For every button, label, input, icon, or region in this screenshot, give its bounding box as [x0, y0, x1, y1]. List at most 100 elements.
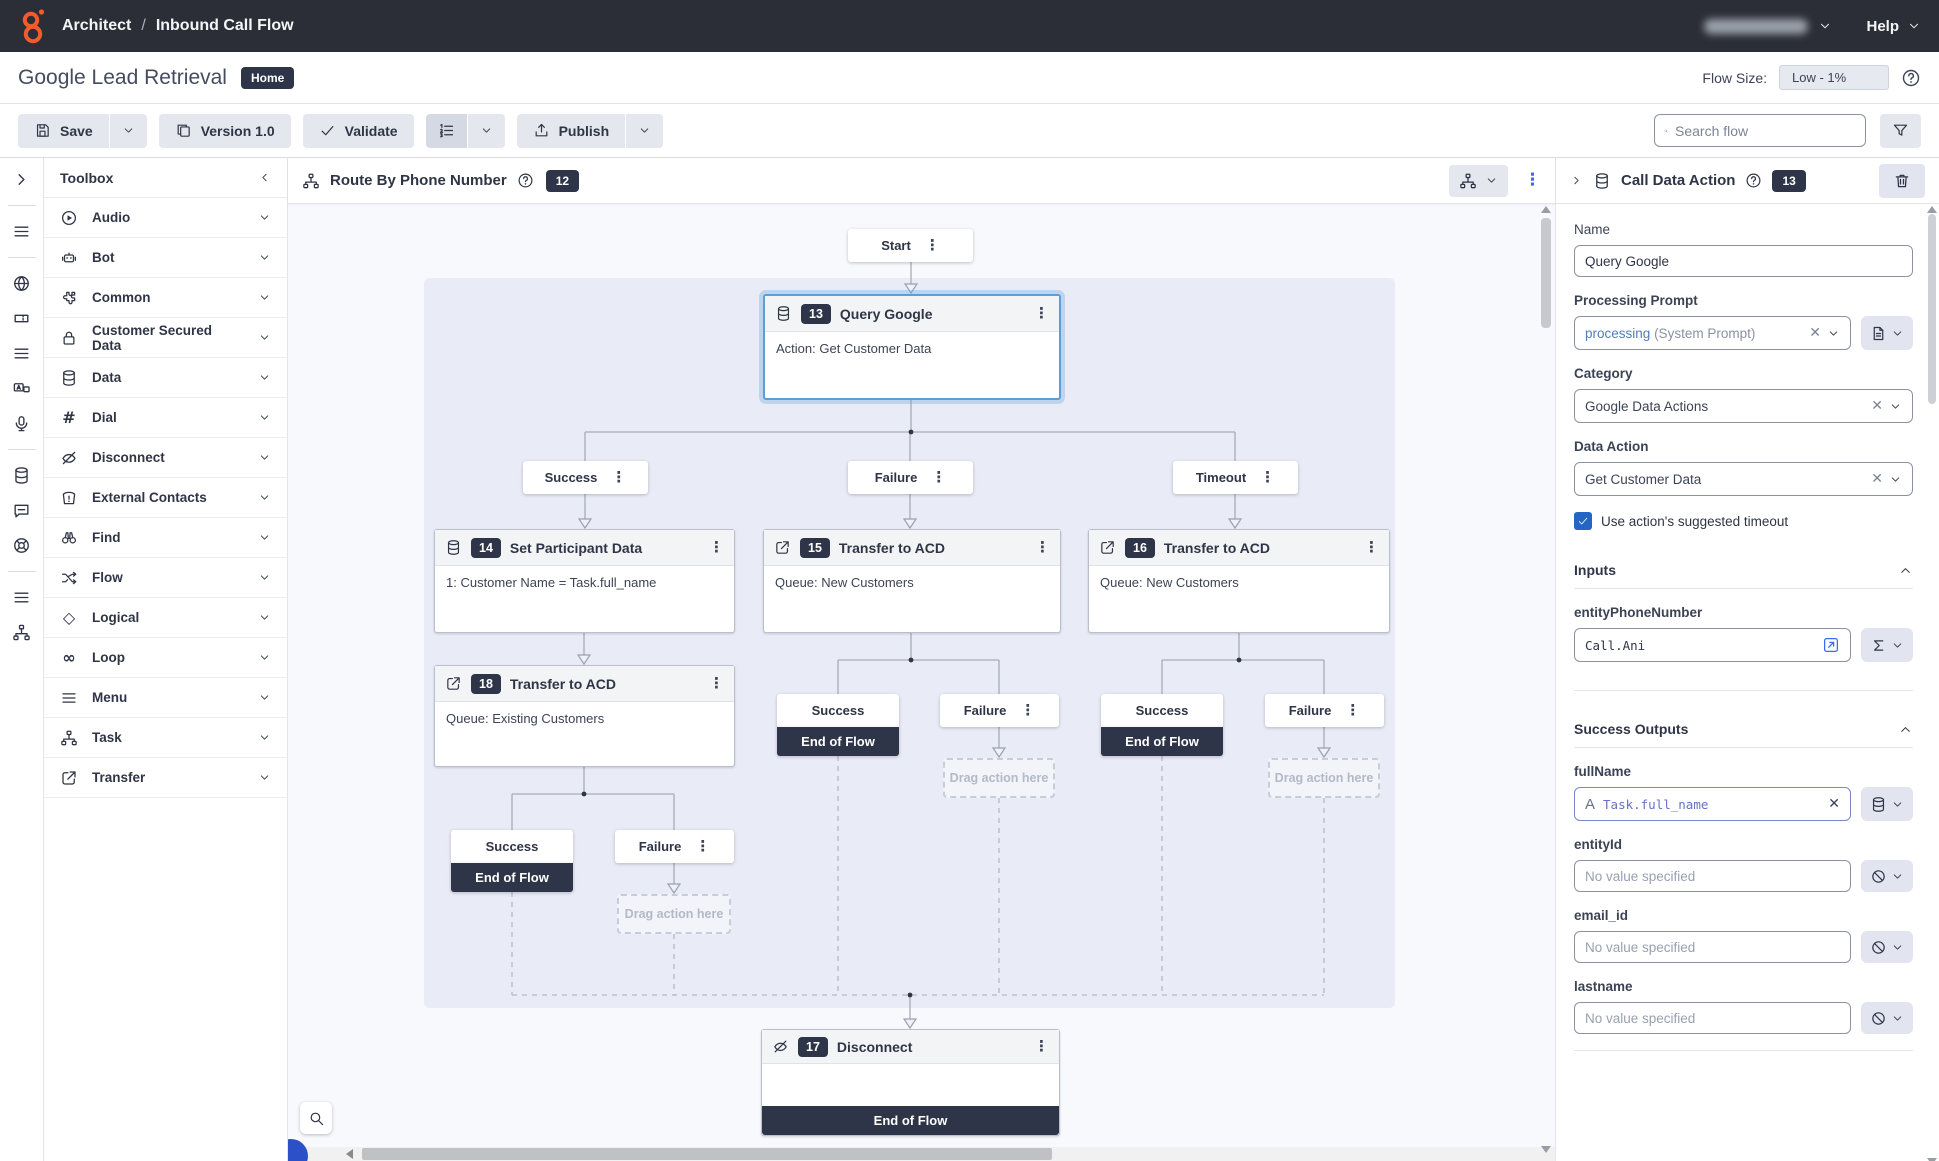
help-circle-icon[interactable]	[517, 172, 534, 189]
node-menu-kebab[interactable]: ⋮	[709, 674, 724, 692]
drop-zone[interactable]: Drag action here	[943, 758, 1055, 798]
scroll-up-arrow[interactable]	[1541, 206, 1551, 213]
toolbox-item-customer-secured-data[interactable]: Customer Secured Data	[44, 318, 287, 358]
collapse-section-icon[interactable]	[1898, 563, 1913, 578]
life-ring-icon[interactable]	[12, 536, 31, 555]
node-transfer-acd-18[interactable]: 18 Transfer to ACD ⋮ Queue: Existing Cus…	[434, 665, 735, 767]
node-menu-kebab[interactable]: ⋮	[1034, 1037, 1049, 1055]
processing-prompt-select[interactable]: processing (System Prompt) ✕	[1574, 316, 1851, 350]
node-menu-kebab[interactable]: ⋮	[1364, 538, 1379, 556]
panel-scrollbar[interactable]	[1927, 206, 1937, 1161]
help-menu[interactable]: Help	[1866, 18, 1921, 35]
clear-icon[interactable]: ✕	[1809, 325, 1821, 341]
globe-icon[interactable]	[12, 274, 31, 293]
home-badge[interactable]: Home	[240, 66, 295, 89]
genesys-logo[interactable]	[18, 8, 48, 44]
node-query-google[interactable]: 13 Query Google ⋮ Action: Get Customer D…	[763, 294, 1061, 400]
canvas-body[interactable]: Start ⋮ 13 Query Google ⋮ Action: Get Cu…	[288, 204, 1555, 1161]
branch-success-18[interactable]: Success	[451, 830, 573, 863]
save-menu-button[interactable]	[109, 113, 147, 148]
list-icon[interactable]	[12, 344, 31, 363]
prompt-mode-button[interactable]	[1861, 316, 1913, 350]
fullName-value[interactable]: A Task.full_name ✕	[1574, 787, 1851, 821]
toolbox-item-dial[interactable]: # Dial	[44, 398, 287, 438]
lastname-value[interactable]	[1574, 1002, 1851, 1034]
branch-failure-15[interactable]: Failure⋮	[940, 694, 1059, 727]
node-menu-kebab[interactable]: ⋮	[1260, 468, 1276, 486]
toolbox-item-external-contacts[interactable]: External Contacts	[44, 478, 287, 518]
database-icon[interactable]	[12, 466, 31, 485]
email_id-value[interactable]	[1574, 931, 1851, 963]
version-button[interactable]: Version 1.0	[158, 113, 291, 148]
scroll-thumb[interactable]	[362, 1148, 1052, 1160]
validate-button[interactable]: Validate	[302, 113, 414, 148]
toolbox-item-common[interactable]: Common	[44, 278, 287, 318]
node-menu-kebab[interactable]: ⋮	[1035, 538, 1050, 556]
zoom-button[interactable]	[300, 1102, 332, 1134]
toolbox-item-audio[interactable]: Audio	[44, 198, 287, 238]
variable-mode-button[interactable]	[1861, 787, 1913, 821]
no-value-mode-button[interactable]	[1861, 1002, 1913, 1034]
sitemap-icon[interactable]	[12, 623, 31, 642]
sequence-list-menu-button[interactable]	[467, 113, 505, 148]
node-menu-kebab[interactable]: ⋮	[1020, 701, 1036, 719]
help-circle-icon[interactable]	[1745, 172, 1762, 189]
branch-timeout[interactable]: Timeout⋮	[1173, 461, 1298, 494]
scroll-down-arrow[interactable]	[1541, 1146, 1551, 1153]
branch-failure-18[interactable]: Failure⋮	[615, 830, 734, 863]
node-set-participant-data[interactable]: 14 Set Participant Data ⋮ 1: Customer Na…	[434, 529, 735, 633]
branch-failure-16[interactable]: Failure⋮	[1265, 694, 1384, 727]
branch-success-16[interactable]: Success	[1101, 694, 1223, 727]
entityId-value[interactable]	[1574, 860, 1851, 892]
drop-zone[interactable]: Drag action here	[1268, 758, 1380, 798]
toolbox-item-task[interactable]: Task	[44, 718, 287, 758]
start-node[interactable]: Start ⋮	[848, 229, 973, 262]
layout-button[interactable]	[1449, 164, 1508, 197]
publish-button[interactable]: Publish	[516, 113, 626, 148]
menu-icon[interactable]	[12, 588, 31, 607]
node-menu-kebab[interactable]: ⋮	[931, 468, 947, 486]
clear-icon[interactable]: ✕	[1828, 796, 1840, 812]
help-circle-icon[interactable]	[1901, 68, 1921, 88]
breadcrumb-app[interactable]: Architect	[62, 17, 132, 34]
scroll-thumb[interactable]	[1928, 214, 1936, 404]
branch-failure[interactable]: Failure⋮	[848, 461, 973, 494]
no-value-mode-button[interactable]	[1861, 860, 1913, 892]
translate-icon[interactable]	[12, 379, 31, 398]
toolbox-item-flow[interactable]: Flow	[44, 558, 287, 598]
node-disconnect[interactable]: 17 Disconnect ⋮ End of Flow	[761, 1029, 1060, 1136]
expand-rail-icon[interactable]	[12, 170, 31, 189]
save-button[interactable]: Save	[18, 113, 109, 148]
node-menu-kebab[interactable]: ⋮	[695, 837, 711, 855]
filter-button[interactable]	[1880, 113, 1921, 148]
branch-success-15[interactable]: Success	[777, 694, 899, 727]
node-menu-kebab[interactable]: ⋮	[709, 538, 724, 556]
scroll-down-arrow[interactable]	[1927, 1158, 1937, 1161]
branch-success[interactable]: Success⋮	[523, 461, 648, 494]
canvas-menu-kebab[interactable]: ⋮	[1524, 170, 1541, 190]
delete-action-button[interactable]	[1879, 163, 1925, 198]
scroll-left-arrow[interactable]	[346, 1149, 353, 1159]
node-menu-kebab[interactable]: ⋮	[611, 468, 627, 486]
entityPhoneNumber-value[interactable]: Call.Ani	[1574, 628, 1851, 662]
node-menu-kebab[interactable]: ⋮	[1345, 701, 1361, 719]
node-menu-kebab[interactable]: ⋮	[924, 236, 940, 254]
node-menu-kebab[interactable]: ⋮	[1034, 304, 1049, 322]
data-action-select[interactable]: Get Customer Data ✕	[1574, 462, 1913, 496]
microphone-icon[interactable]	[12, 414, 31, 433]
sequence-list-button[interactable]	[425, 113, 467, 148]
toolbox-item-disconnect[interactable]: Disconnect	[44, 438, 287, 478]
drop-zone[interactable]: Drag action here	[617, 894, 731, 934]
scroll-up-arrow[interactable]	[1927, 206, 1937, 213]
toolbox-item-find[interactable]: Find	[44, 518, 287, 558]
suggested-timeout-checkbox[interactable]	[1574, 512, 1592, 530]
open-expression-editor-icon[interactable]	[1822, 636, 1840, 654]
node-transfer-acd-15[interactable]: 15 Transfer to ACD ⋮ Queue: New Customer…	[763, 529, 1061, 633]
clear-icon[interactable]: ✕	[1871, 398, 1883, 414]
toolbox-item-menu[interactable]: Menu	[44, 678, 287, 718]
clear-icon[interactable]: ✕	[1871, 471, 1883, 487]
expression-mode-button[interactable]	[1861, 628, 1913, 662]
user-menu[interactable]	[1704, 18, 1832, 34]
vertical-scrollbar[interactable]	[1541, 206, 1551, 1153]
horizontal-scrollbar[interactable]	[288, 1147, 1555, 1161]
